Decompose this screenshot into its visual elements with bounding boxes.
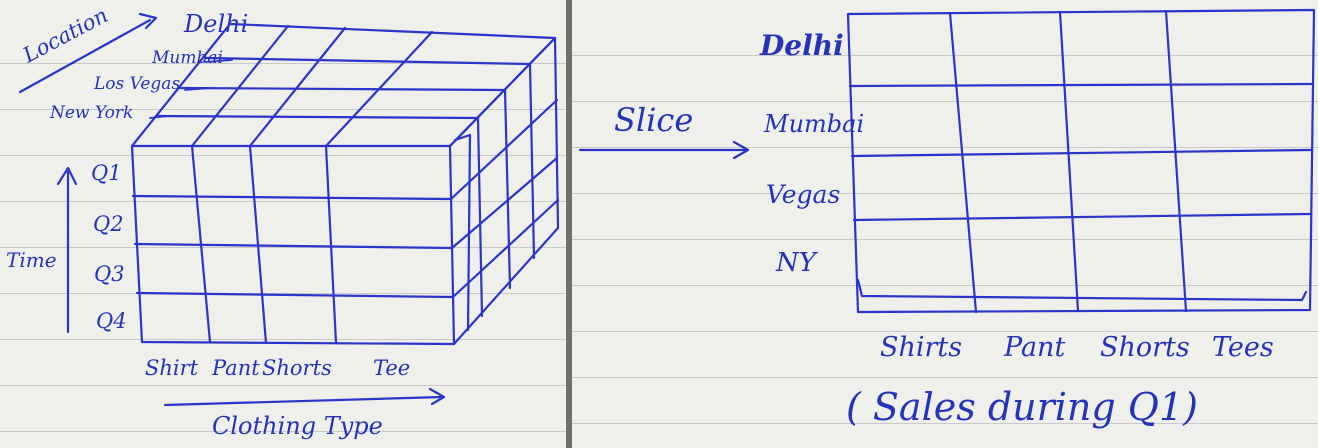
- clothing-label-shorts: Shorts: [262, 356, 332, 380]
- time-label-q1: Q1: [91, 161, 122, 185]
- location-label-new-york: New York: [50, 103, 134, 123]
- column-label-tees: Tees: [1212, 332, 1274, 363]
- time-arrowhead: [56, 166, 78, 186]
- notebook-page-left: [0, 0, 566, 448]
- slice-grid: [846, 8, 1316, 314]
- clothing-label-tee: Tee: [373, 356, 411, 380]
- clothing-label-shirt: Shirt: [145, 356, 199, 380]
- clothing-label-pant: Pant: [212, 356, 260, 380]
- clothing-axis-title: Clothing Type: [212, 412, 383, 440]
- time-axis-title: Time: [6, 248, 57, 272]
- page-divider: [566, 0, 572, 448]
- cube-side-face: [448, 36, 560, 346]
- column-label-shirts: Shirts: [880, 332, 963, 363]
- time-label-q2: Q2: [93, 212, 124, 236]
- location-label-mumbai: Mumbai: [152, 48, 223, 68]
- slice-arrowhead: [732, 140, 750, 160]
- cube-front-face: [130, 144, 456, 346]
- mumbai-leader: [204, 59, 233, 63]
- slice-label: Slice: [614, 101, 694, 139]
- row-label-vegas: Vegas: [766, 180, 841, 209]
- data-cube-drawing: [18, 12, 560, 407]
- location-axis-arrow: [18, 18, 152, 94]
- row-label-mumbai: Mumbai: [764, 110, 865, 138]
- row-label-ny: NY: [776, 248, 816, 278]
- column-label-pant: Pant: [1004, 332, 1066, 363]
- clothing-axis-arrow: [163, 395, 444, 407]
- location-arrowhead: [138, 12, 158, 30]
- clothing-arrowhead: [428, 387, 446, 406]
- time-label-q3: Q3: [94, 262, 125, 286]
- slice-caption: ( Sales during Q1): [846, 385, 1198, 429]
- row-label-delhi: Delhi: [760, 29, 844, 62]
- column-label-shorts: Shorts: [1100, 332, 1190, 363]
- notebook-page-right: [572, 0, 1318, 448]
- time-label-q4: Q4: [96, 309, 127, 333]
- location-label-los-vegas: Los Vegas: [94, 74, 181, 94]
- location-label-delhi: Delhi: [184, 10, 249, 38]
